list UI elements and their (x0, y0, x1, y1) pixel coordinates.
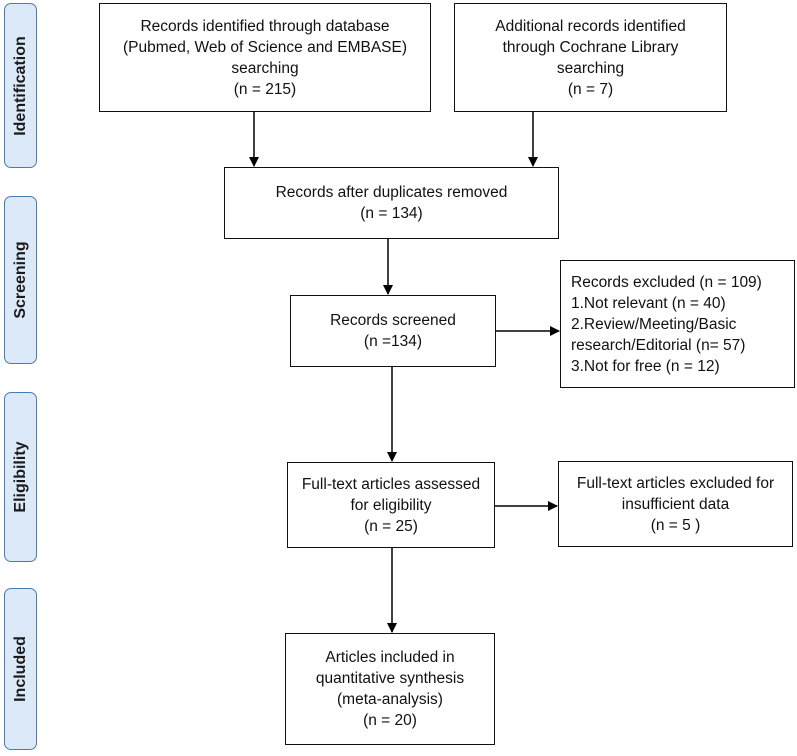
box-line: for eligibility (350, 496, 432, 514)
box-line: 2.Review/Meeting/Basic (571, 315, 737, 333)
box-line: (n = 134) (360, 205, 423, 222)
box-line: research/Editorial (n= 57) (571, 336, 746, 354)
box-line: (n = 20) (363, 712, 417, 729)
box-line: searching (231, 59, 299, 77)
box-line: 1.Not relevant (n = 40) (571, 294, 726, 312)
phase-screening: Screening (4, 196, 37, 364)
box-line: Records after duplicates removed (275, 184, 508, 201)
box-line: (meta-analysis) (337, 691, 443, 708)
box-line: (Pubmed, Web of Science and EMBASE) (122, 38, 408, 56)
box-line: quantitative synthesis (315, 670, 465, 687)
box-line: Records excluded (n = 109) (571, 273, 762, 291)
box-line: searching (556, 59, 625, 77)
articles-included-box: Articles included in quantitative synthe… (285, 633, 495, 745)
box-line: Full-text articles excluded for (576, 474, 775, 492)
box-line: Additional records identified (495, 17, 686, 35)
box-line: Full-text articles assessed (301, 475, 481, 493)
fulltext-excluded-box: Full-text articles excluded for insuffic… (558, 461, 793, 547)
box-line: 3.Not for free (n = 12) (571, 357, 720, 375)
box-line: insufficient data (621, 495, 730, 513)
duplicates-removed-box: Records after duplicates removed (n = 13… (224, 167, 559, 239)
database-records-box: Records identified through database (Pub… (99, 3, 431, 112)
box-line: (n = 7) (567, 80, 614, 98)
box-line: (n = 215) (233, 80, 297, 98)
phase-identification: Identification (4, 3, 37, 168)
additional-records-box: Additional records identified through Co… (454, 3, 727, 112)
phase-eligibility: Eligibility (4, 392, 37, 562)
fulltext-assessed-box: Full-text articles assessed for eligibil… (287, 462, 495, 548)
box-line: (n = 5 ) (650, 516, 701, 534)
records-excluded-box: Records excluded (n = 109) 1.Not relevan… (560, 260, 795, 388)
box-line: Records screened (330, 312, 456, 329)
box-line: through Cochrane Library (502, 38, 679, 56)
box-line: (n =134) (363, 333, 423, 350)
phase-included: Included (4, 588, 37, 750)
box-line: (n = 25) (364, 517, 418, 535)
box-line: Articles included in (325, 649, 455, 666)
records-screened-box: Records screened (n =134) (290, 295, 496, 367)
box-line: Records identified through database (140, 17, 390, 35)
